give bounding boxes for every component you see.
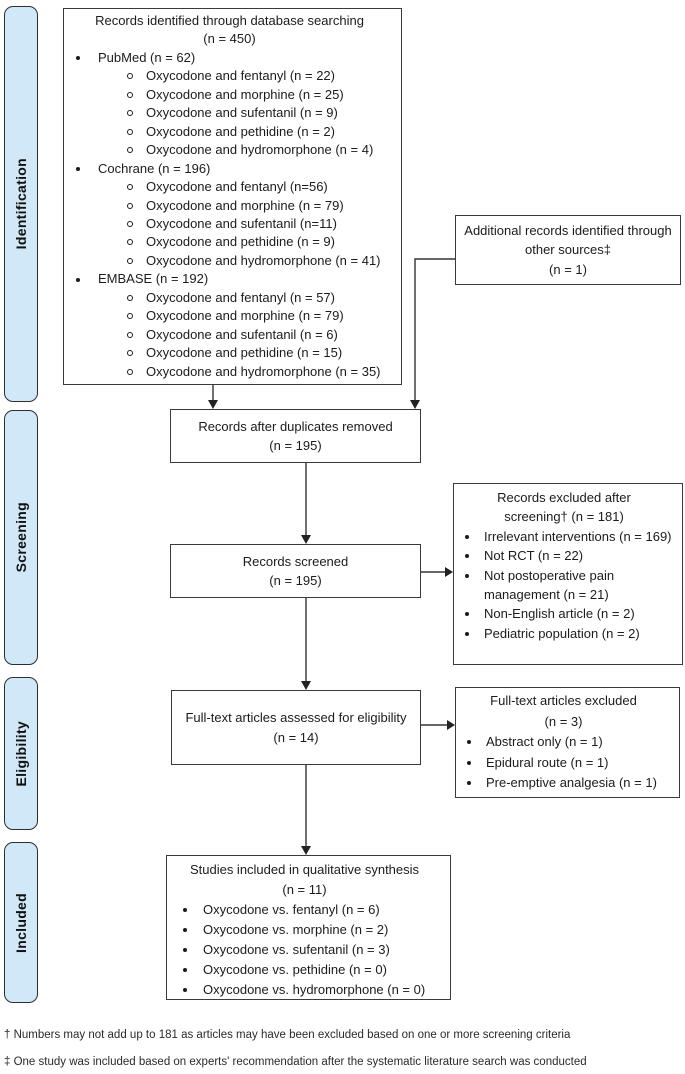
stage-screening: Screening	[4, 410, 38, 665]
list-item: Abstract only (n = 1)	[456, 732, 671, 753]
footnote-double-dagger: ‡ One study was included based on expert…	[4, 1056, 587, 1068]
list-item: Oxycodone and morphine (n = 79)	[64, 307, 395, 325]
list-item: Oxycodone and morphine (n = 79)	[64, 197, 395, 215]
box-title: Full-text articles assessed for eligibil…	[185, 710, 407, 726]
list-item: Epidural route (n = 1)	[456, 753, 671, 774]
source-label: PubMed (n = 62)	[64, 49, 395, 67]
box-records-screened: Records screened (n = 195)	[170, 544, 421, 598]
box-title: Records excluded after screening† (n = 1…	[497, 490, 631, 525]
box-title: Additional records identified through ot…	[464, 222, 672, 258]
stage-label: Eligibility	[13, 720, 29, 787]
list-item: Oxycodone vs. fentanyl (n = 6)	[167, 900, 442, 920]
connector-additional-to-dedup	[410, 258, 455, 409]
list-item: Oxycodone and sufentanil (n = 9)	[64, 104, 395, 122]
box-title: Studies included in qualitative synthesi…	[189, 862, 420, 877]
list-item: Oxycodone vs. hydromorphone (n = 0)	[167, 980, 442, 1000]
list-item: Oxycodone and pethidine (n = 15)	[64, 344, 395, 362]
list-item: Oxycodone and hydromorphone (n = 41)	[64, 252, 395, 270]
box-count: (n = 3)	[544, 713, 583, 729]
list-item: Oxycodone and fentanyl (n = 22)	[64, 67, 395, 85]
box-count: (n = 195)	[269, 573, 322, 588]
list-item: Oxycodone and hydromorphone (n = 35)	[64, 363, 395, 381]
list-item: Oxycodone vs. pethidine (n = 0)	[167, 960, 442, 980]
box-title: Records after duplicates removed	[198, 419, 393, 434]
connector-fulltext-to-included	[301, 765, 311, 855]
box-title: Records identified through database sear…	[95, 13, 364, 28]
box-studies-included: Studies included in qualitative synthesi…	[166, 855, 451, 1000]
connector-identified-to-dedup	[208, 385, 218, 409]
stage-label: Screening	[13, 502, 29, 573]
list-item: Oxycodone and hydromorphone (n = 4)	[64, 141, 395, 159]
box-count: (n = 1)	[549, 261, 587, 277]
list-item: Not postoperative pain management (n = 2…	[454, 566, 674, 605]
list-item: Oxycodone and sufentanil (n=11)	[64, 215, 395, 233]
stage-label: Identification	[13, 158, 29, 250]
box-fulltext-excluded: Full-text articles excluded (n = 3) Abst…	[455, 687, 680, 798]
list-item: Pre-emptive analgesia (n = 1)	[456, 773, 671, 794]
footnote-dagger: † Numbers may not add up to 181 as artic…	[4, 1029, 571, 1041]
stage-eligibility: Eligibility	[4, 677, 38, 830]
source-label: EMBASE (n = 192)	[64, 270, 395, 288]
box-additional-records: Additional records identified through ot…	[455, 215, 681, 285]
list-item: Oxycodone and fentanyl (n=56)	[64, 178, 395, 196]
box-fulltext-assessed: Full-text articles assessed for eligibil…	[171, 690, 421, 765]
box-count: (n = 14)	[273, 729, 319, 745]
box-records-identified: Records identified through database sear…	[63, 8, 402, 385]
list-item: Oxycodone and sufentanil (n = 6)	[64, 326, 395, 344]
list-item: Oxycodone vs. morphine (n = 2)	[167, 920, 442, 940]
connector-fulltext-to-excluded	[421, 720, 455, 730]
list-item: Oxycodone and fentanyl (n = 57)	[64, 289, 395, 307]
box-count: (n = 195)	[269, 438, 322, 453]
box-title: Full-text articles excluded	[490, 693, 637, 708]
list-item: Oxycodone vs. sufentanil (n = 3)	[167, 940, 442, 960]
connector-screened-to-fulltext	[301, 598, 311, 690]
connector-dedup-to-screened	[301, 463, 311, 544]
list-item: Non-English article (n = 2)	[454, 604, 674, 623]
list-item: Not RCT (n = 22)	[454, 546, 674, 565]
box-count: (n = 11)	[282, 882, 327, 897]
box-count: (n = 450)	[203, 31, 256, 47]
list-item: Oxycodone and morphine (n = 25)	[64, 86, 395, 104]
box-title: Records screened	[242, 554, 349, 569]
list-item: Oxycodone and pethidine (n = 9)	[64, 233, 395, 251]
stage-label: Included	[13, 892, 29, 953]
connector-screened-to-excluded	[421, 567, 453, 577]
box-duplicates-removed: Records after duplicates removed (n = 19…	[170, 409, 421, 463]
source-label: Cochrane (n = 196)	[64, 160, 395, 178]
stage-identification: Identification	[4, 6, 38, 402]
list-item: Pediatric population (n = 2)	[454, 624, 674, 643]
stage-included: Included	[4, 842, 38, 1003]
box-records-excluded: Records excluded after screening† (n = 1…	[453, 483, 683, 665]
list-item: Irrelevant interventions (n = 169)	[454, 527, 674, 546]
list-item: Oxycodone and pethidine (n = 2)	[64, 123, 395, 141]
